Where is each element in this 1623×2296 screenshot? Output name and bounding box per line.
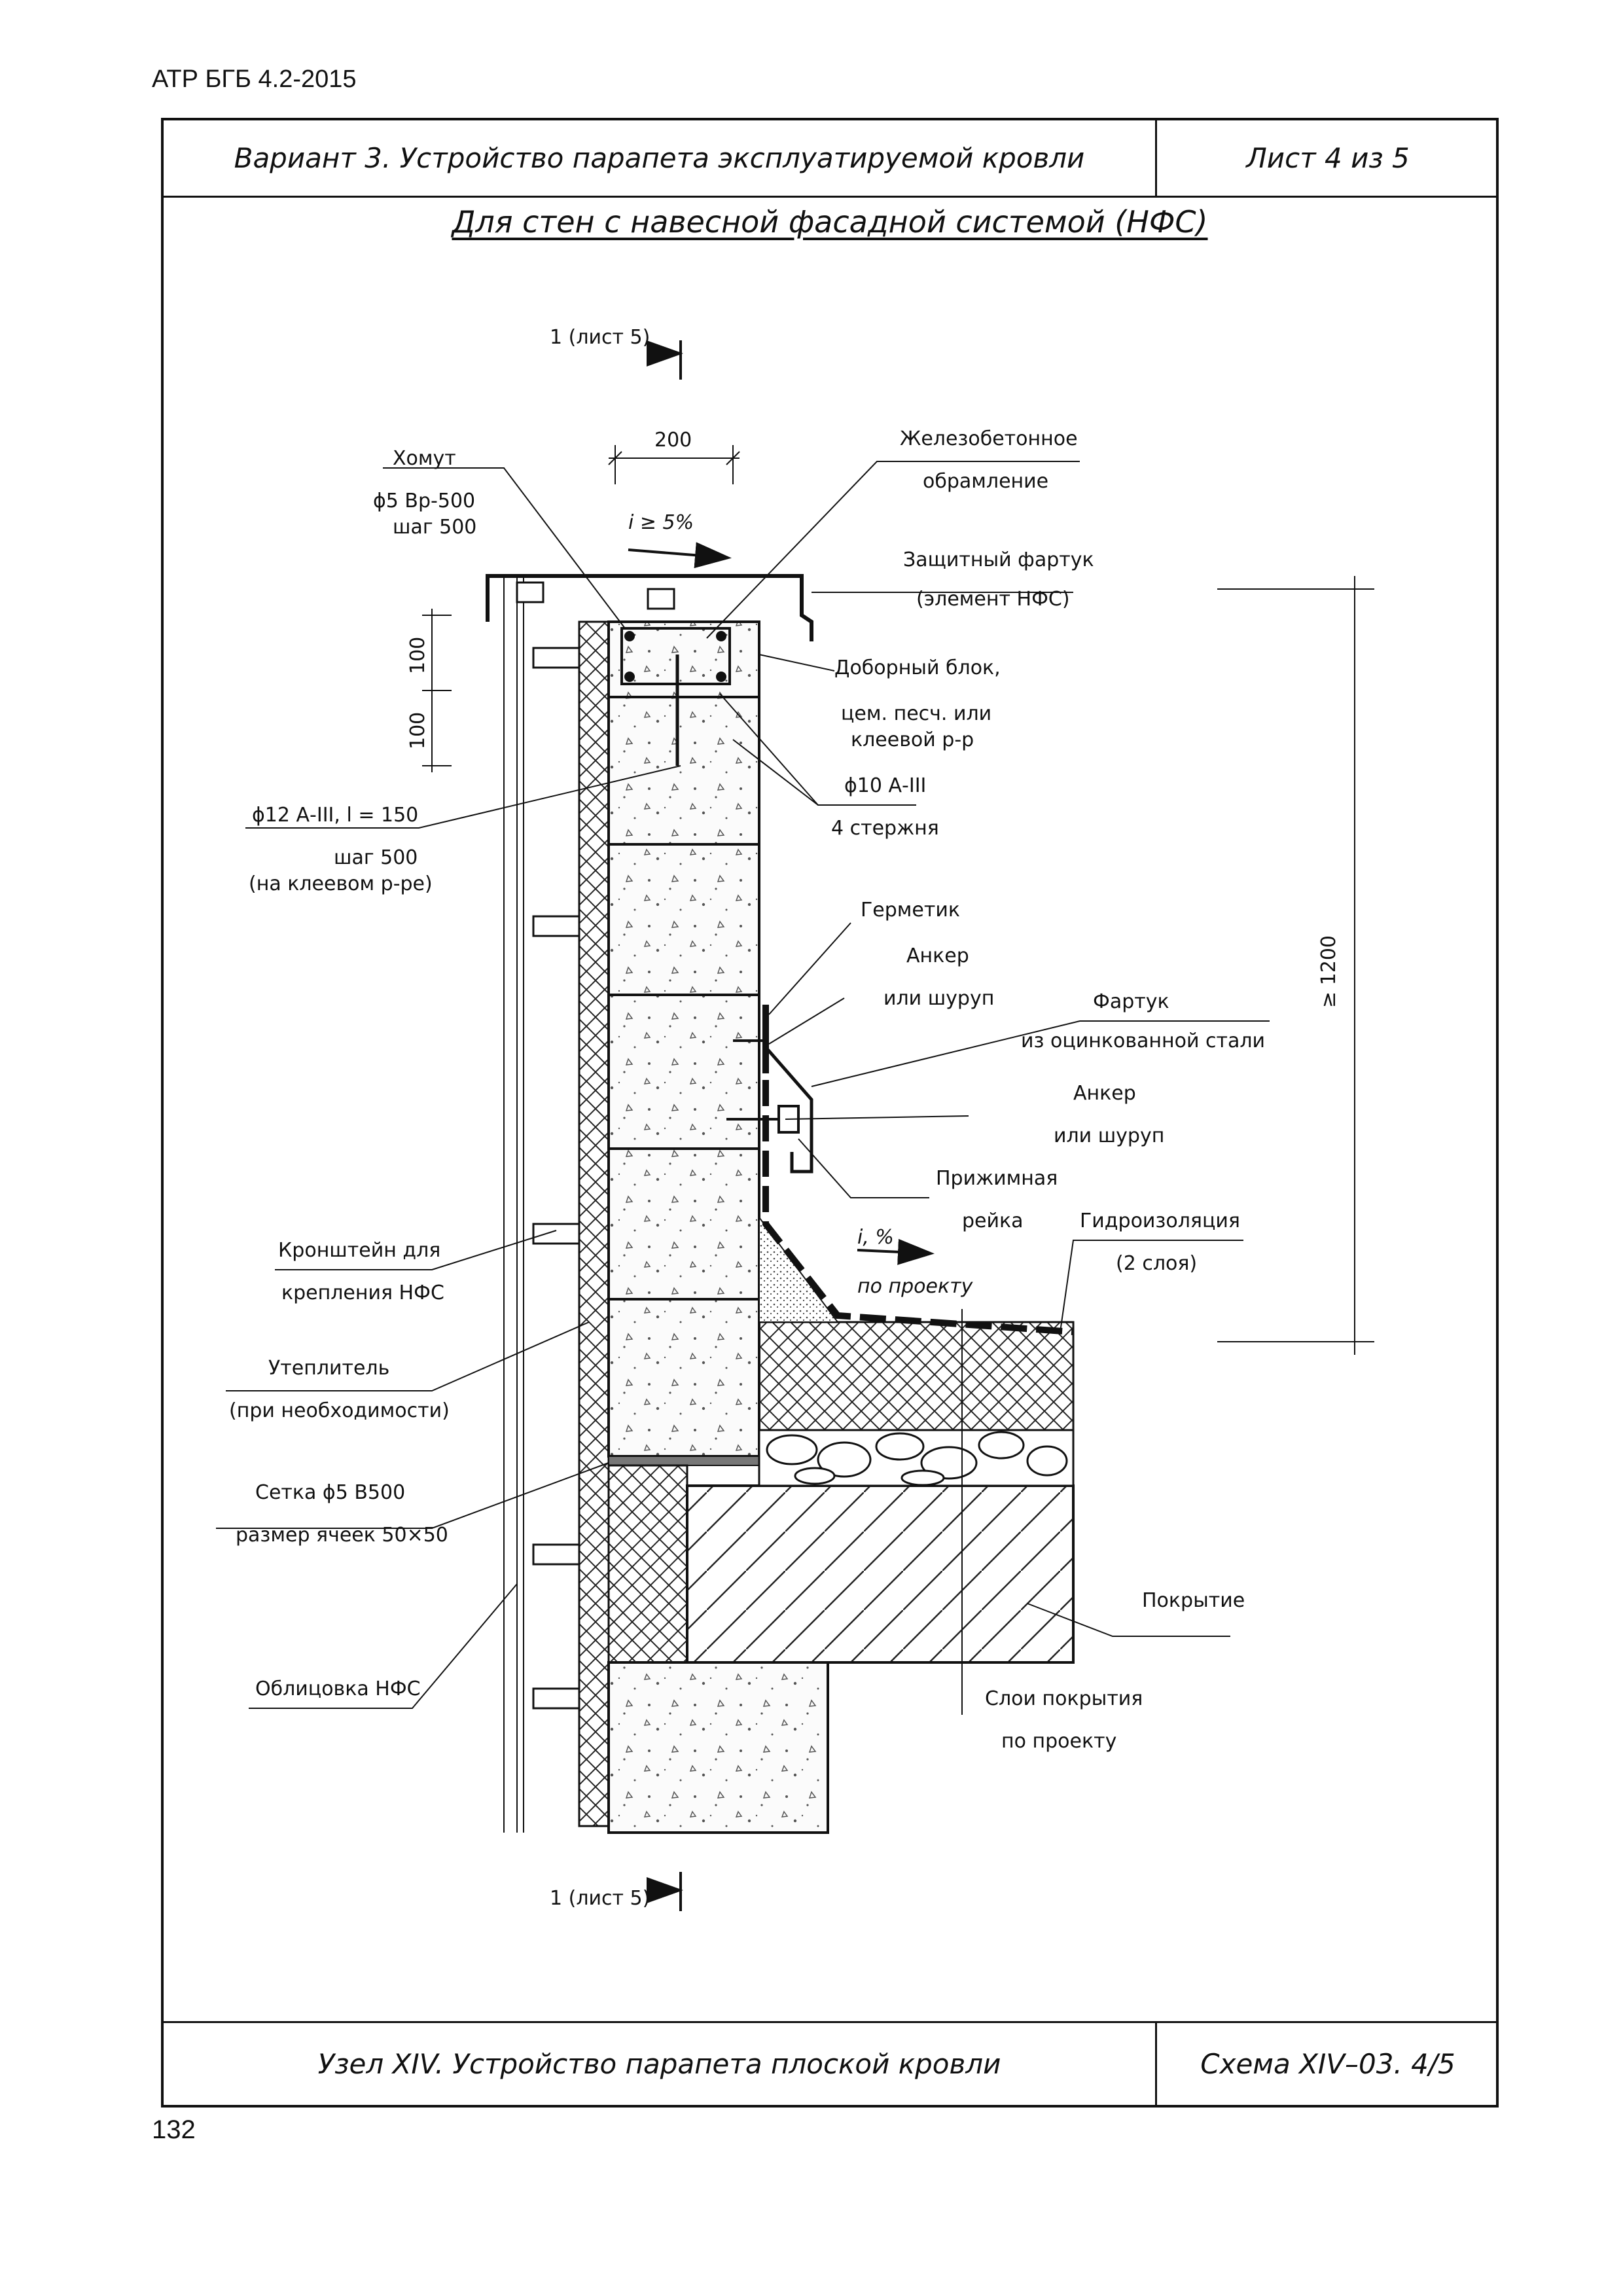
- flashing-label-1: Фартук: [1093, 990, 1169, 1013]
- gravel-layer: [758, 1429, 1075, 1487]
- nfs-brackets: [516, 581, 580, 1710]
- section-mark-bottom: [647, 1872, 683, 1911]
- waterproofing-layers: [762, 1080, 1074, 1335]
- bracket-label-2: крепления НФС: [281, 1282, 444, 1304]
- anchor1-label-2: или шуруп: [883, 987, 994, 1010]
- galvanized-flashing: [764, 1046, 813, 1174]
- layers-label-2: по проекту: [1001, 1730, 1116, 1753]
- layers-label-1: Слои покрытия: [985, 1687, 1143, 1710]
- dimension-200-label: 200: [654, 429, 692, 452]
- dimension-100-a: 100: [406, 637, 429, 674]
- waterproof-label-2: (2 слоя): [1116, 1252, 1197, 1275]
- section-label-bottom: 1 (лист 5): [550, 1887, 650, 1910]
- slope-top-label: i ≥ 5%: [628, 511, 694, 534]
- flashing-label-2: из оцинкованной стали: [1021, 1030, 1265, 1052]
- drawing-subtitle: Для стен с навесной фасадной системой (Н…: [452, 204, 1208, 240]
- anchor2-label-1: Анкер: [1073, 1082, 1136, 1105]
- clamp-label-1: Хомут: [393, 447, 456, 470]
- roof-insulation: [758, 1321, 1075, 1431]
- insulation-label-2: (при необходимости): [229, 1399, 450, 1422]
- mesh-label-1: Сетка ϕ5 В500: [255, 1481, 405, 1504]
- anchor1-label-1: Анкер: [906, 944, 969, 967]
- scheme-number: Схема XIV–03. 4/5: [1200, 2048, 1455, 2080]
- cladding-label: Облицовка НФС: [255, 1677, 421, 1700]
- callout-labels: Хомут ϕ5 Вр-500 шаг 500 Железобетонное о…: [229, 427, 1265, 1753]
- slab-label: Покрытие: [1142, 1589, 1245, 1612]
- page-number: 132: [152, 2115, 196, 2144]
- dimension-1200: [1217, 576, 1374, 1355]
- block-label-2: цем. песч. или: [841, 702, 991, 725]
- section-mark-top: [647, 340, 683, 380]
- pin-label-3: (на клеевом р-ре): [249, 872, 433, 895]
- header-title: Вариант 3. Устройство парапета эксплуати…: [164, 120, 1157, 196]
- section-label-top: 1 (лист 5): [550, 326, 650, 349]
- dimension-100-pair: [422, 609, 452, 772]
- title-block-header: Вариант 3. Устройство парапета эксплуати…: [164, 120, 1496, 198]
- dimension-1200-label: ≥ 1200: [1317, 935, 1340, 1008]
- drawing-frame: Вариант 3. Устройство парапета эксплуати…: [161, 118, 1499, 2108]
- insulation-layer: [578, 620, 610, 1827]
- dimension-100-b: 100: [406, 712, 429, 749]
- clamp-label-2: ϕ5 Вр-500: [373, 490, 475, 512]
- slope-top-arrow: [628, 542, 732, 569]
- protective-apron: [486, 574, 813, 641]
- title-block-footer: Узел XIV. Устройство парапета плоской кр…: [164, 2021, 1496, 2105]
- mesh-label-2: размер ячеек 50×50: [236, 1524, 448, 1547]
- roof-slab: [686, 1484, 1075, 1664]
- mesh-layer: [608, 1456, 760, 1466]
- node-title: Узел XIV. Устройство парапета плоской кр…: [164, 2023, 1157, 2105]
- block-label-3: клеевой р-р: [851, 728, 974, 751]
- apron-label-2: (элемент НФС): [916, 588, 1070, 611]
- sealant-label: Герметик: [861, 899, 960, 922]
- wall-below: [607, 1464, 688, 1664]
- rc-frame-label-1: Железобетонное: [900, 427, 1078, 450]
- leader-lines: [216, 461, 1270, 1715]
- slope-roof-label-1: i, %: [857, 1226, 894, 1249]
- dimension-200: [608, 445, 740, 484]
- anchor2-label-2: или шуруп: [1054, 1124, 1164, 1147]
- clamp-label-3: шаг 500: [393, 516, 476, 539]
- slope-roof-label-2: по проекту: [857, 1275, 974, 1298]
- pin-label-2: шаг 500: [334, 846, 418, 869]
- waterproof-label-1: Гидроизоляция: [1080, 1210, 1240, 1232]
- batten-label-1: Прижимная: [936, 1167, 1058, 1190]
- rebar-4: [624, 631, 726, 682]
- slope-roof-arrow: [857, 1238, 935, 1265]
- document-code: АТР БГБ 4.2-2015: [152, 65, 357, 93]
- sheet-number: Лист 4 из 5: [1246, 142, 1410, 174]
- batten-label-2: рейка: [962, 1210, 1024, 1232]
- bracket-label-1: Кронштейн для: [278, 1239, 440, 1262]
- block-label-1: Доборный блок,: [834, 656, 1001, 679]
- rebar-label-2: 4 стержня: [831, 817, 939, 840]
- pin-label-1: ϕ12 А-III, l = 150: [252, 804, 418, 827]
- rc-frame-label-2: обрамление: [923, 470, 1048, 493]
- apron-label-1: Защитный фартук: [903, 548, 1094, 571]
- apron-fastener: [647, 588, 675, 610]
- cladding-panel: [503, 576, 524, 1833]
- insulation-label-1: Утеплитель: [268, 1357, 389, 1380]
- rebar-label-1: ϕ10 А-III: [844, 774, 926, 797]
